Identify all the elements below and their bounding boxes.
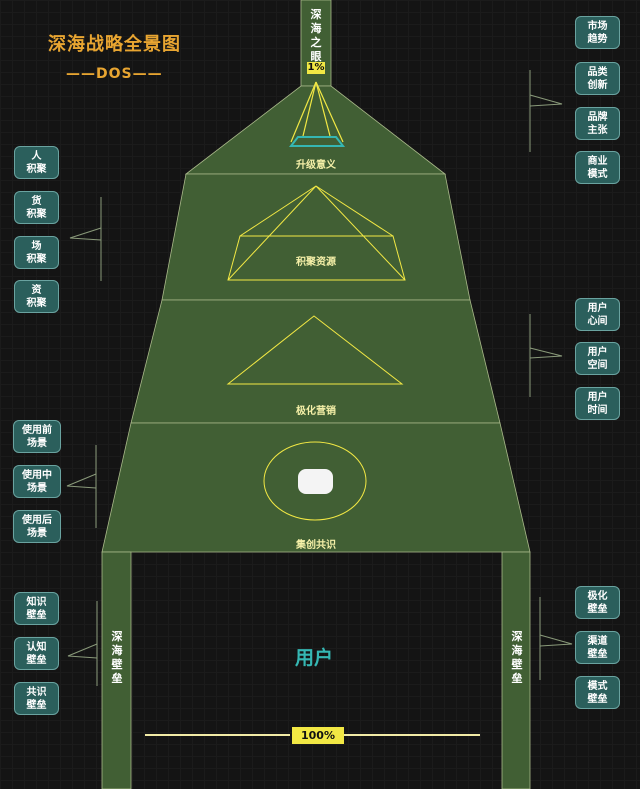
- polarization-barrier-button[interactable]: 极化 壁垒: [575, 586, 620, 619]
- right-wall-label: 深海壁垒: [511, 630, 523, 685]
- pre-use-scene-button[interactable]: 使用前 场景: [13, 420, 61, 453]
- level-cocreate-label: 集创共识: [296, 540, 336, 551]
- channel-barrier-button[interactable]: 渠道 壁垒: [575, 631, 620, 664]
- core-block: [298, 469, 333, 494]
- category-innovation-button[interactable]: 品类 创新: [575, 62, 620, 95]
- consensus-barrier-button[interactable]: 共识 壁垒: [14, 682, 59, 715]
- eye-label: 深海之眼: [310, 8, 322, 63]
- user-mind-button[interactable]: 用户 心间: [575, 298, 620, 331]
- people-accumulate-button[interactable]: 人 积聚: [14, 146, 59, 179]
- user-time-button[interactable]: 用户 时间: [575, 387, 620, 420]
- right-wall: [501, 551, 531, 789]
- right-brackets: [529, 70, 573, 680]
- level-upgrade-label: 升级意义: [296, 160, 336, 171]
- market-trend-button[interactable]: 市场 趋势: [575, 16, 620, 49]
- business-model-button[interactable]: 商业 模式: [575, 151, 620, 184]
- user-space-button[interactable]: 用户 空间: [575, 342, 620, 375]
- goods-accumulate-button[interactable]: 货 积聚: [14, 191, 59, 224]
- left-wall-label: 深海壁垒: [111, 630, 123, 685]
- eye-plane: [288, 136, 346, 147]
- cognition-barrier-button[interactable]: 认知 壁垒: [14, 637, 59, 670]
- eye-percent-badge: 1%: [307, 62, 325, 74]
- brand-claim-button[interactable]: 品牌 主张: [575, 107, 620, 140]
- user-label: 用户: [295, 647, 334, 669]
- level-accumulate-label: 积聚资源: [296, 257, 336, 268]
- accumulate-section: [161, 173, 471, 301]
- knowledge-barrier-button[interactable]: 知识 壁垒: [14, 592, 59, 625]
- resource-frustum: [227, 185, 406, 281]
- post-use-scene-button[interactable]: 使用后 场景: [13, 510, 61, 543]
- bottom-percent-badge: 100%: [292, 727, 344, 744]
- page-subtitle: ——DOS——: [66, 66, 163, 82]
- model-barrier-button[interactable]: 模式 壁垒: [575, 676, 620, 709]
- left-wall: [101, 551, 132, 789]
- in-use-scene-button[interactable]: 使用中 场景: [13, 465, 61, 498]
- eye-rays: [290, 81, 344, 143]
- left-brackets: [66, 197, 102, 686]
- venue-accumulate-button[interactable]: 场 积聚: [14, 236, 59, 269]
- polarize-triangle: [226, 315, 404, 385]
- cocreate-ellipse: [263, 441, 367, 521]
- page-title: 深海战略全景图: [48, 34, 181, 55]
- level-polarize-label: 极化营销: [296, 406, 336, 417]
- capital-accumulate-button[interactable]: 资 积聚: [14, 280, 59, 313]
